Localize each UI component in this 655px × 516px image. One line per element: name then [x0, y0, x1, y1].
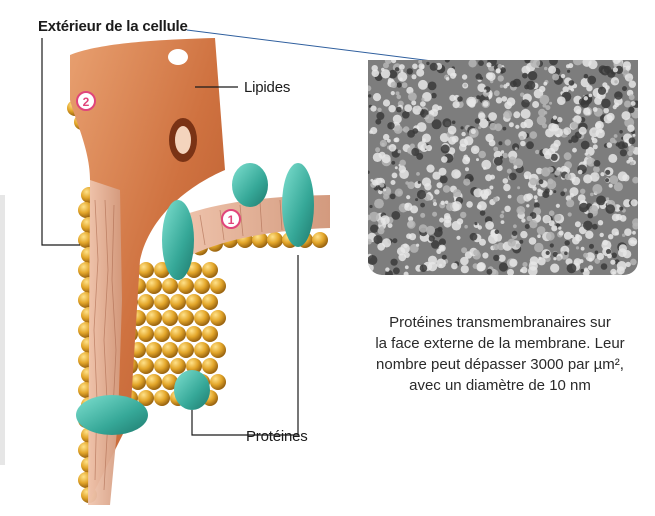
lipid-head-ball: [146, 310, 162, 326]
lipid-head-ball: [312, 232, 328, 248]
protein-2: [232, 163, 268, 207]
lipid-head-ball: [138, 358, 154, 374]
lipid-head-ball: [170, 358, 186, 374]
lipid-head-ball: [186, 326, 202, 342]
lipid-head-ball: [146, 278, 162, 294]
protein-4: [76, 395, 148, 435]
protein-5: [174, 370, 210, 410]
lipid-head-ball: [267, 232, 283, 248]
marker-2-label: 2: [83, 95, 90, 109]
lipid-head-ball: [146, 342, 162, 358]
lipid-head-ball: [154, 390, 170, 406]
proteins-label: Protéines: [246, 428, 308, 445]
leader-proteins-b: [192, 410, 240, 435]
lipid-head-ball: [210, 278, 226, 294]
lipid-head-ball: [138, 326, 154, 342]
zoom-link-line: [187, 30, 440, 62]
lipid-head-ball: [210, 374, 226, 390]
lipid-head-ball: [178, 310, 194, 326]
lipid-head-ball: [202, 358, 218, 374]
lipid-head-ball: [194, 278, 210, 294]
lipid-head-ball: [154, 294, 170, 310]
marker-1-label: 1: [228, 213, 235, 227]
protein-1: [162, 200, 194, 280]
lipid-head-ball: [202, 326, 218, 342]
lipid-head-ball: [210, 310, 226, 326]
lipid-head-ball: [202, 262, 218, 278]
lipid-head-ball: [162, 342, 178, 358]
lipid-head-ball: [138, 262, 154, 278]
membrane-notch: [168, 49, 188, 65]
caption-line-3: nombre peut dépasser 3000 par µm²,: [350, 354, 650, 375]
protein-3: [282, 163, 314, 247]
lipid-head-ball: [170, 294, 186, 310]
lipid-head-ball: [146, 374, 162, 390]
marker-1: 1: [222, 210, 240, 228]
caption-line-1: Protéines transmembranaires sur: [350, 312, 650, 333]
lipid-tails-vertical: [88, 180, 122, 505]
lipid-head-ball: [178, 278, 194, 294]
lipid-head-ball: [210, 342, 226, 358]
caption-line-4: avec un diamètre de 10 nm: [350, 375, 650, 396]
membrane-pore-1-inner: [175, 126, 191, 154]
lipid-head-ball: [154, 326, 170, 342]
caption-line-2: la face externe de la membrane. Leur: [350, 333, 650, 354]
lipid-head-ball: [186, 294, 202, 310]
lipid-head-ball: [162, 310, 178, 326]
lipid-head-ball: [178, 342, 194, 358]
lipid-head-ball: [202, 294, 218, 310]
lipids-label: Lipides: [244, 79, 290, 96]
marker-2: 2: [77, 92, 95, 110]
lipid-head-ball: [162, 278, 178, 294]
lipid-head-ball: [194, 310, 210, 326]
lipid-head-ball: [170, 326, 186, 342]
micrograph-caption: Protéines transmembranaires sur la face …: [350, 312, 650, 396]
micrograph-image: [368, 60, 638, 275]
lipid-head-ball: [154, 358, 170, 374]
lipid-head-ball: [194, 342, 210, 358]
lipid-head-ball: [138, 294, 154, 310]
exterior-label: Extérieur de la cellule: [38, 18, 188, 35]
micrograph-texture: [368, 60, 638, 275]
leader-proteins-a: [240, 255, 298, 435]
